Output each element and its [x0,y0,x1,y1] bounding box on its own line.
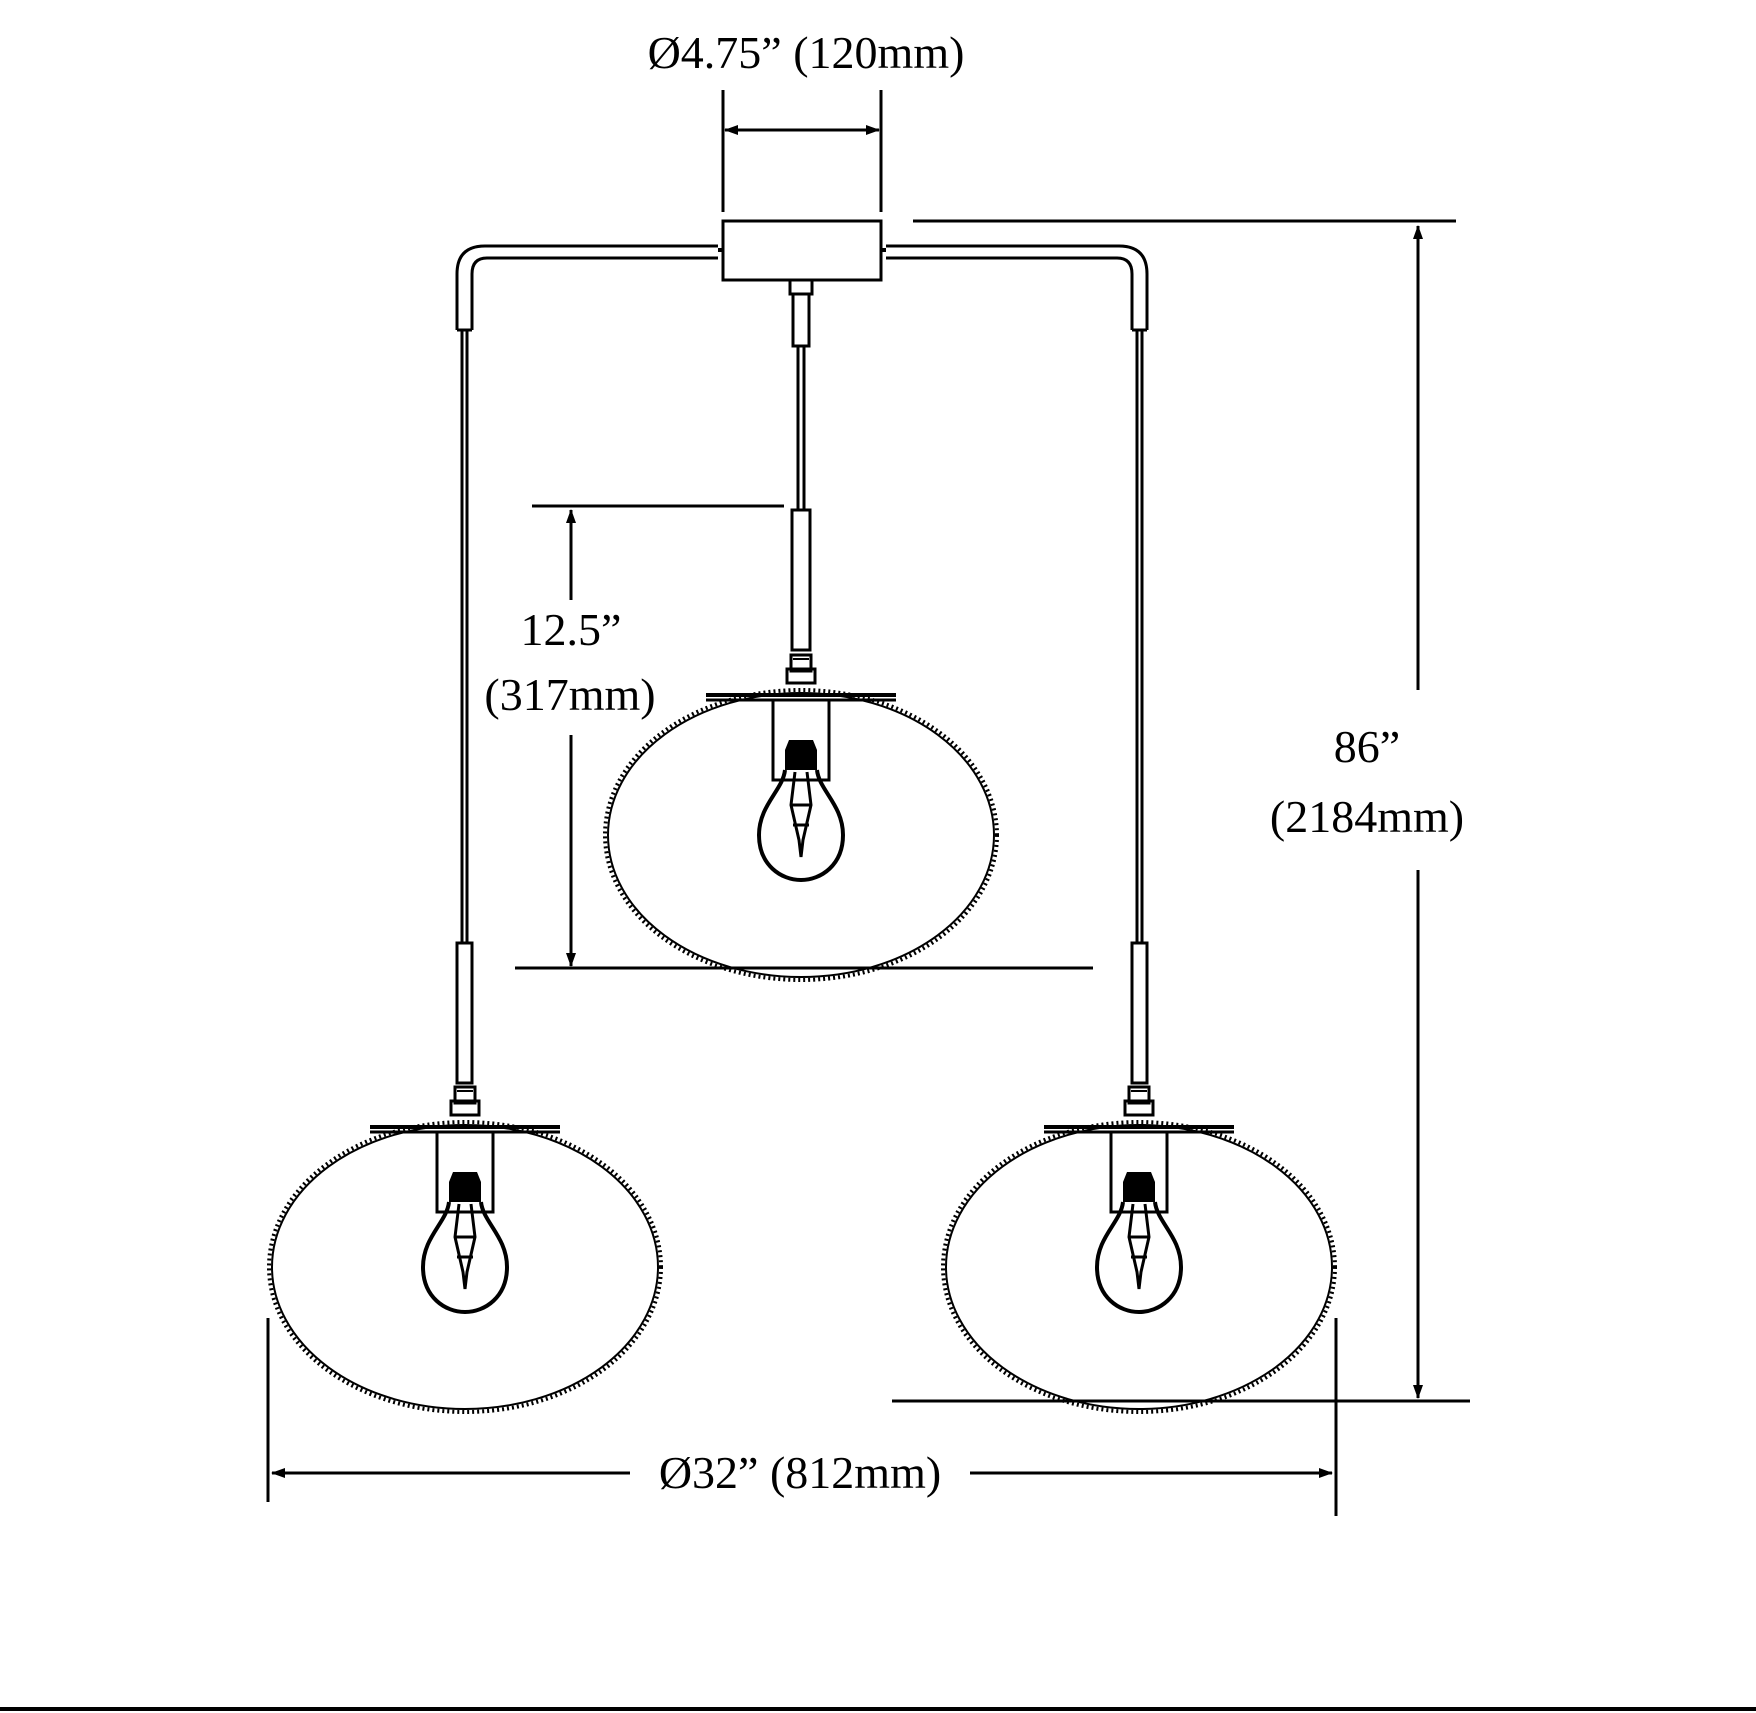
overall-width-dimension: Ø32” (812mm) [266,1318,1338,1516]
center-cord [790,346,812,652]
canopy-diameter-label: Ø4.75” (120mm) [648,27,965,78]
overall-width-label: Ø32” (812mm) [659,1447,941,1498]
center-pendant [603,653,999,982]
overall-height-label-1: 86” [1334,721,1400,772]
canopy [718,219,886,348]
center-drop-dimension: 12.5” (317mm) [484,504,1093,970]
center-drop-label-2: (317mm) [484,669,655,720]
canopy-diameter-dimension: Ø4.75” (120mm) [648,27,965,212]
left-arm [455,244,718,1085]
right-pendant [941,1085,1337,1414]
right-arm [886,244,1149,1085]
overall-height-label-2: (2184mm) [1270,791,1464,842]
center-drop-label-1: 12.5” [521,604,622,655]
left-pendant [267,1085,663,1414]
overall-height-dimension: 86” (2184mm) [892,219,1470,1403]
